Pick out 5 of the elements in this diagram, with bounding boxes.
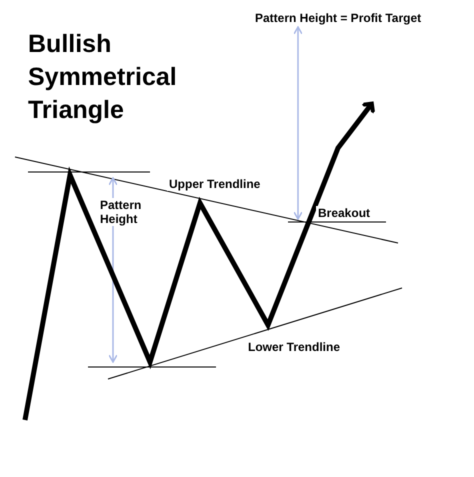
dimension-label: Pattern Height = Profit Target [253, 11, 424, 25]
trendline-label: Upper Trendline [167, 177, 262, 191]
breakout-label: Breakout [316, 206, 372, 220]
trendline-label: Lower Trendline [246, 340, 342, 354]
title-text: Bullish Symmetrical Triangle [28, 29, 178, 126]
